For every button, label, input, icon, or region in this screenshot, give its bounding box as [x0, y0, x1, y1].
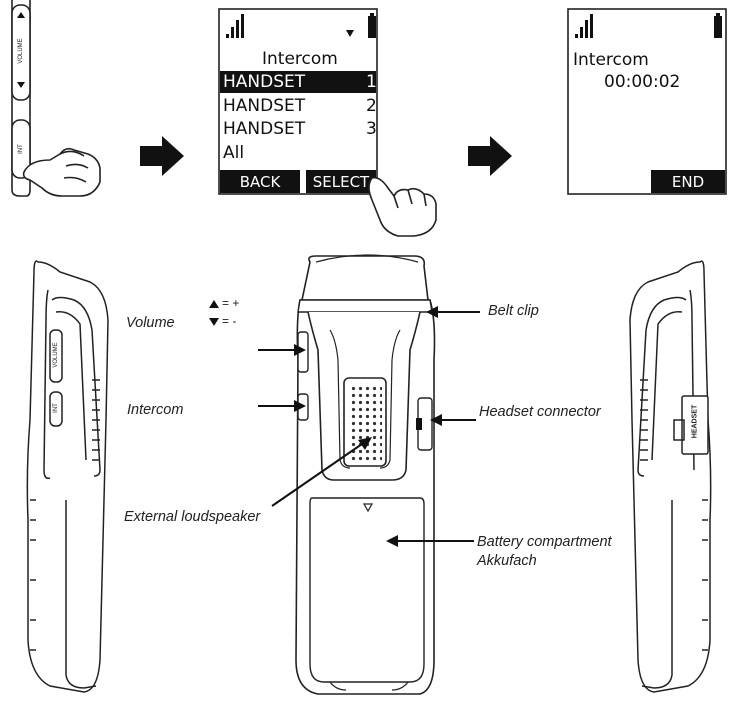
menu-item-handset-2-number: 2	[366, 96, 377, 116]
callout-arrows	[258, 306, 480, 547]
pointing-hand-icon-2	[368, 176, 437, 237]
int-key[interactable]	[11, 119, 31, 179]
menu-item-handset-1-number: 1	[366, 72, 377, 92]
handset-right-side-view	[629, 260, 712, 693]
volume-label: Volume	[126, 315, 175, 331]
next-arrow-icon-2	[468, 136, 512, 176]
select-softkey[interactable]: SELECT	[312, 173, 370, 191]
up-triangle-icon	[209, 300, 219, 308]
akkufach-label: Akkufach	[477, 553, 537, 569]
int-key-label: INT	[18, 144, 24, 154]
volume-up-icon	[17, 12, 25, 18]
intercom-label: Intercom	[127, 402, 184, 418]
volume-down-icon	[17, 82, 25, 88]
handset-left-side-view	[26, 260, 109, 693]
battery-latch-icon	[362, 503, 374, 513]
right-view-headset-label: HEADSET	[691, 404, 699, 439]
next-arrow-icon-1	[140, 136, 184, 176]
down-triangle-icon	[209, 318, 219, 326]
screen3-title: Intercom	[573, 50, 649, 70]
menu-item-handset-1-label[interactable]: HANDSET	[223, 72, 306, 92]
volume-key-label: VOLUME	[18, 38, 24, 64]
headset-connector-label: Headset connector	[479, 404, 601, 420]
call-timer: 00:00:02	[604, 72, 681, 92]
external-loudspeaker-label: External loudspeaker	[124, 509, 261, 525]
screen3-frame	[567, 8, 727, 195]
step1-handset-side	[11, 0, 31, 197]
legend-down-text: = -	[222, 314, 237, 328]
left-view-int-label: INT	[53, 403, 59, 413]
legend-up-text: = +	[222, 296, 240, 310]
battery-compartment	[309, 497, 425, 683]
belt-clip-label: Belt clip	[488, 303, 539, 319]
screen2-frame	[218, 8, 378, 195]
menu-item-handset-3-label[interactable]: HANDSET	[223, 119, 306, 139]
back-softkey[interactable]: BACK	[239, 173, 281, 191]
menu-item-handset-2-label[interactable]: HANDSET	[223, 96, 306, 116]
pointing-hand-icon	[22, 147, 101, 197]
left-view-volume-label: VOLUME	[53, 342, 59, 368]
screen2-title: Intercom	[262, 49, 338, 69]
volume-key[interactable]	[11, 4, 31, 101]
menu-item-handset-3-number: 3	[366, 119, 377, 139]
menu-item-all-label[interactable]: All	[223, 143, 245, 163]
end-softkey[interactable]: END	[671, 173, 705, 191]
battery-compartment-label: Battery compartment	[477, 534, 612, 550]
